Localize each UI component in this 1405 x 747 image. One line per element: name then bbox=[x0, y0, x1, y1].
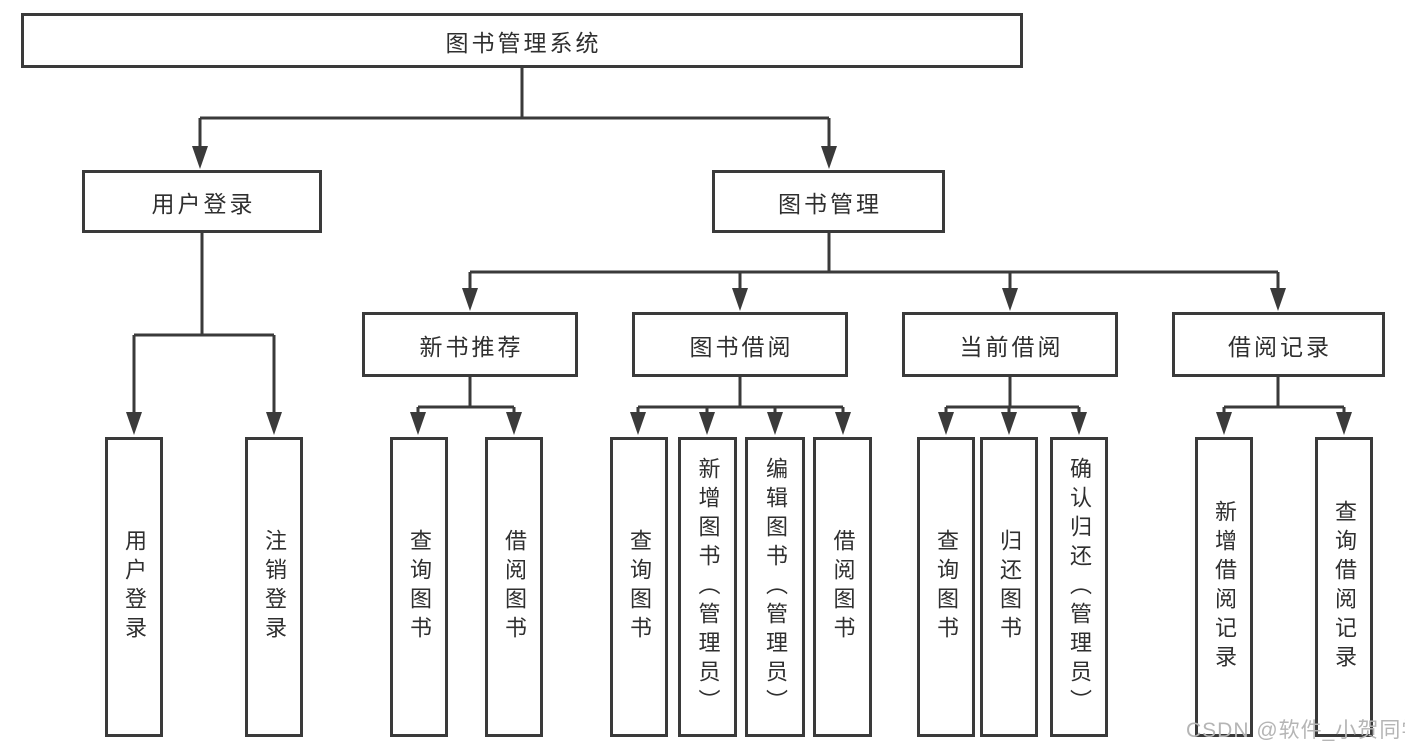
leaf-query-books-3-label: 查询图书 bbox=[934, 529, 959, 645]
leaf-query-borrow-record-label: 查询借阅记录 bbox=[1332, 500, 1357, 674]
node-user-login: 用户登录 bbox=[82, 170, 322, 233]
leaf-confirm-return-admin: 确认归还（管理员） bbox=[1050, 437, 1108, 737]
leaf-edit-books-admin: 编辑图书（管理员） bbox=[745, 437, 805, 737]
node-book-management: 图书管理 bbox=[712, 170, 945, 233]
leaf-add-books-admin: 新增图书（管理员） bbox=[678, 437, 737, 737]
connector-arrowheads bbox=[126, 146, 1352, 435]
leaf-return-books: 归还图书 bbox=[980, 437, 1038, 737]
node-borrow-records: 借阅记录 bbox=[1172, 312, 1385, 377]
leaf-confirm-return-admin-label: 确认归还（管理员） bbox=[1067, 456, 1092, 718]
leaf-return-books-label: 归还图书 bbox=[997, 529, 1022, 645]
leaf-add-books-admin-label: 新增图书（管理员） bbox=[695, 456, 721, 718]
node-borrow-records-label: 借阅记录 bbox=[1228, 333, 1332, 360]
leaf-add-borrow-record-label: 新增借阅记录 bbox=[1212, 500, 1237, 674]
leaf-query-borrow-record: 查询借阅记录 bbox=[1315, 437, 1373, 737]
leaf-logout: 注销登录 bbox=[245, 437, 303, 737]
leaf-query-books-2-label: 查询图书 bbox=[627, 529, 652, 645]
node-book-borrow-label: 图书借阅 bbox=[689, 333, 794, 360]
leaf-logout-label: 注销登录 bbox=[262, 529, 287, 645]
leaf-add-borrow-record: 新增借阅记录 bbox=[1195, 437, 1253, 737]
node-current-borrow-label: 当前借阅 bbox=[959, 333, 1064, 360]
leaf-edit-books-admin-label: 编辑图书（管理员） bbox=[763, 456, 788, 718]
node-current-borrow: 当前借阅 bbox=[902, 312, 1118, 377]
leaf-borrow-books-2: 借阅图书 bbox=[813, 437, 872, 737]
leaf-borrow-books-1: 借阅图书 bbox=[485, 437, 543, 737]
node-new-book-recommend: 新书推荐 bbox=[362, 312, 578, 377]
node-root-system: 图书管理系统 bbox=[21, 13, 1023, 68]
leaf-query-books-2: 查询图书 bbox=[610, 437, 668, 737]
leaf-borrow-books-1-label: 借阅图书 bbox=[502, 529, 527, 645]
leaf-query-books-3: 查询图书 bbox=[917, 437, 975, 737]
node-book-management-label: 图书管理 bbox=[778, 190, 882, 217]
leaf-user-login: 用户登录 bbox=[105, 437, 163, 737]
node-user-login-label: 用户登录 bbox=[151, 190, 256, 217]
leaf-borrow-books-2-label: 借阅图书 bbox=[830, 529, 856, 645]
node-new-book-recommend-label: 新书推荐 bbox=[419, 333, 524, 360]
watermark: CSDN @软件_小贺同学 bbox=[1186, 719, 1405, 742]
leaf-user-login-label: 用户登录 bbox=[122, 529, 147, 645]
leaf-query-books-1-label: 查询图书 bbox=[407, 529, 432, 645]
node-root-label: 图书管理系统 bbox=[445, 29, 602, 56]
leaf-query-books-1: 查询图书 bbox=[390, 437, 448, 737]
node-book-borrow: 图书借阅 bbox=[632, 312, 848, 377]
